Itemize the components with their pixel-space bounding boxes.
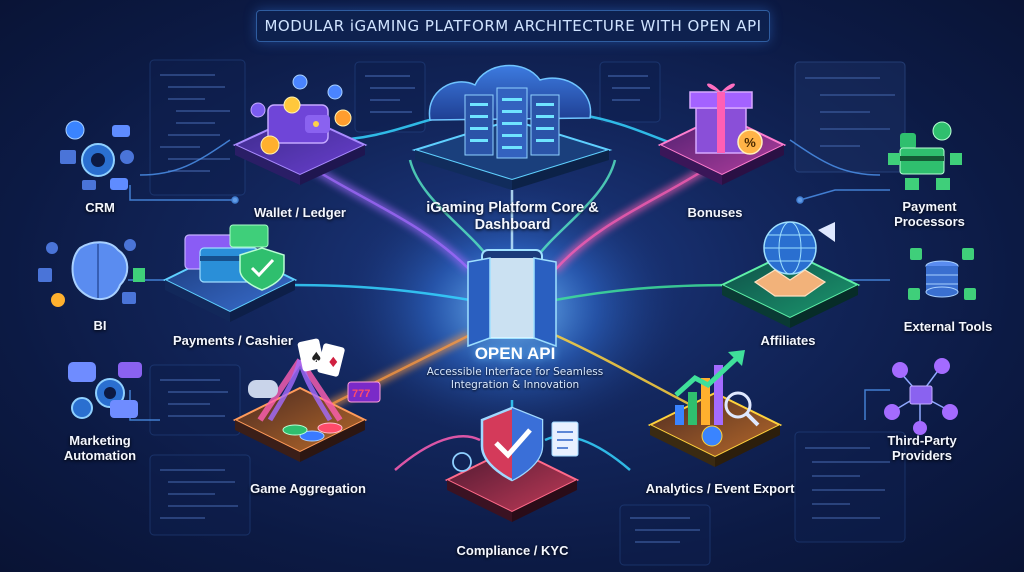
- external-tools-label: External Tools: [903, 319, 993, 334]
- affiliates-module[interactable]: [719, 221, 861, 328]
- open-api-subtitle: Accessible Interface for Seamless Integr…: [426, 366, 604, 391]
- diagram-title: MODULAR iGAMING PLATFORM ARCHITECTURE WI…: [256, 10, 770, 42]
- games-label: Game Aggregation: [250, 481, 366, 496]
- payments-module[interactable]: [162, 224, 298, 322]
- database-icon: [925, 260, 959, 298]
- svg-text:777: 777: [352, 388, 370, 400]
- bonuses-module[interactable]: %: [657, 83, 787, 185]
- marketing-icon-cluster: [68, 362, 142, 419]
- game-cards-icon: ♠ ♦ 777: [248, 338, 381, 442]
- svg-text:♠: ♠: [310, 350, 323, 366]
- core-label: iGaming Platform Core & Dashboard: [426, 200, 599, 233]
- payment-processors-icon-cluster: [888, 121, 962, 190]
- gift-icon: [689, 83, 753, 154]
- wallet-module[interactable]: [232, 74, 368, 185]
- payment-processors-label: Payment Processors: [894, 199, 965, 229]
- door-icon: [467, 249, 557, 348]
- third-party-label: Third-Party Providers: [887, 433, 957, 463]
- crm-label: CRM: [85, 200, 115, 215]
- third-party-icon-cluster: [884, 358, 958, 435]
- wallet-icon: [267, 104, 330, 144]
- title-text: MODULAR iGAMING PLATFORM ARCHITECTURE WI…: [264, 17, 762, 35]
- code-panels: [149, 59, 906, 566]
- external-tools-icon-cluster: [908, 248, 976, 300]
- bi-icon-cluster: [38, 239, 145, 307]
- affiliates-label: Affiliates: [760, 333, 816, 348]
- growth-chart-icon: [674, 350, 760, 447]
- brain-icon: [71, 241, 129, 300]
- globe-handshake-icon: [753, 221, 835, 297]
- crm-icon-cluster: [60, 120, 134, 190]
- svg-text:♦: ♦: [327, 355, 340, 371]
- compliance-module[interactable]: [444, 406, 580, 522]
- compliance-label: Compliance / KYC: [456, 543, 569, 558]
- bonuses-label: Bonuses: [687, 205, 743, 220]
- card-shield-icon: [184, 224, 285, 291]
- analytics-module[interactable]: [647, 350, 783, 467]
- wallet-label: Wallet / Ledger: [254, 205, 346, 220]
- svg-text:%: %: [744, 135, 756, 150]
- open-api-heading: OPEN API: [474, 344, 556, 363]
- games-module[interactable]: ♠ ♦ 777: [232, 338, 381, 462]
- marketing-label: Marketing Automation: [63, 433, 137, 463]
- analytics-label: Analytics / Event Export: [645, 481, 795, 496]
- shield-check-icon: [452, 406, 579, 482]
- core-module[interactable]: [411, 64, 613, 190]
- bi-label: BI: [93, 318, 107, 333]
- payments-label: Payments / Cashier: [173, 333, 293, 348]
